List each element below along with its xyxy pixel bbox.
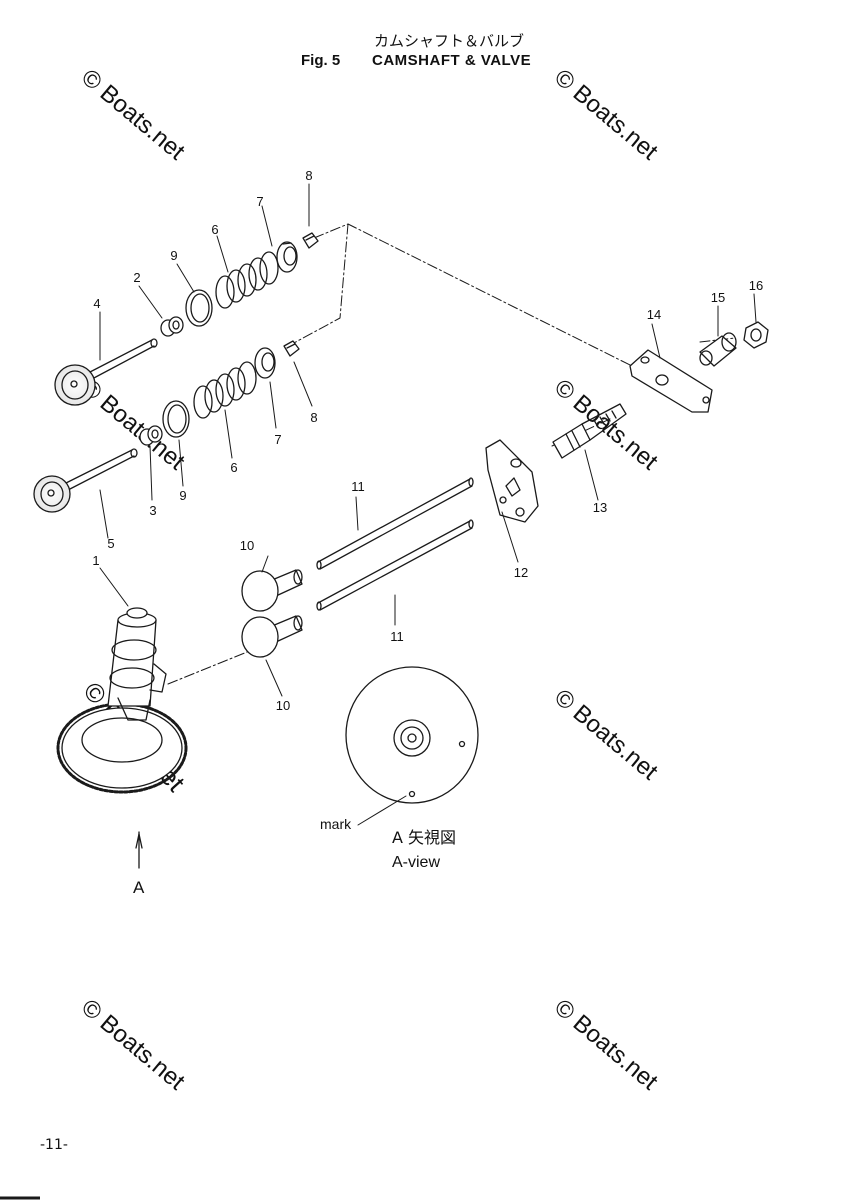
callout-12: 12	[514, 565, 528, 580]
callout-5: 5	[107, 536, 114, 551]
leader-lines	[99, 183, 757, 826]
callout-14: 14	[647, 307, 661, 322]
callout-10: 10	[240, 538, 254, 553]
figure-number: Fig. 5	[301, 52, 341, 69]
washer-upper	[185, 289, 213, 327]
callout-9: 9	[179, 488, 186, 503]
page-number: -11-	[40, 1137, 68, 1153]
valve-upper	[54, 338, 158, 406]
spring-lower	[193, 361, 257, 419]
mark-label: mark	[320, 816, 352, 832]
holder	[629, 349, 713, 413]
callouts: 1 2 3 4 5 6 6 7 7 8 8 9 9 10 10 11 11 12…	[92, 168, 763, 713]
collar-upper	[160, 316, 184, 337]
callout-11: 11	[390, 629, 404, 644]
callout-8: 8	[305, 168, 312, 183]
watermark: © Boats.net	[76, 64, 190, 166]
view-arrow	[135, 831, 143, 869]
spring-upper	[215, 251, 279, 309]
callout-6: 6	[230, 460, 237, 475]
callout-7: 7	[274, 432, 281, 447]
tappet-lower	[241, 615, 303, 658]
cotter-lower	[283, 340, 300, 357]
callout-10: 10	[276, 698, 290, 713]
plate	[485, 439, 539, 523]
breather	[699, 332, 737, 367]
washer-lower	[162, 400, 190, 438]
tappet-upper	[241, 569, 303, 612]
callout-1: 1	[92, 553, 99, 568]
callout-13: 13	[593, 500, 607, 515]
watermarks: © Boats.net © Boats.net © Boats.net © Bo…	[76, 64, 663, 1096]
callout-2: 2	[133, 270, 140, 285]
a-view-disc	[345, 666, 479, 804]
a-view-label-jp: A 矢視図	[392, 828, 456, 847]
valve-lower	[33, 448, 138, 513]
watermark: © Boats.net	[549, 374, 663, 476]
watermark: © Boats.net	[549, 64, 663, 166]
view-labels: A mark A 矢視図 A-view	[133, 816, 456, 897]
camshaft	[56, 607, 188, 794]
header: カムシャフト＆バルブ Fig. 5 CAMSHAFT & VALVE	[0, 0, 850, 80]
stud-bolt	[552, 403, 627, 459]
watermark: © Boats.net	[549, 994, 663, 1096]
retainer-lower	[254, 347, 276, 379]
a-view-label: A-view	[392, 854, 440, 871]
cotter-upper	[302, 232, 319, 249]
callout-4: 4	[93, 296, 100, 311]
callout-3: 3	[149, 503, 156, 518]
title-japanese: カムシャフト＆バルブ	[374, 32, 525, 50]
watermark: © Boats.net	[76, 994, 190, 1096]
callout-16: 16	[749, 278, 763, 293]
callout-7: 7	[256, 194, 263, 209]
callout-15: 15	[711, 290, 725, 305]
collar-lower	[139, 425, 163, 446]
callout-8: 8	[310, 410, 317, 425]
push-rod-lower	[316, 519, 474, 611]
figure-title: CAMSHAFT & VALVE	[372, 52, 532, 69]
timing-mark	[408, 790, 416, 798]
callout-9: 9	[170, 248, 177, 263]
callout-6: 6	[211, 222, 218, 237]
watermark: © Boats.net	[549, 684, 663, 786]
push-rod-upper	[316, 477, 474, 570]
callout-11: 11	[351, 479, 365, 494]
nut	[743, 321, 769, 349]
retainer-upper	[276, 241, 298, 273]
view-arrow-label: A	[133, 878, 145, 897]
